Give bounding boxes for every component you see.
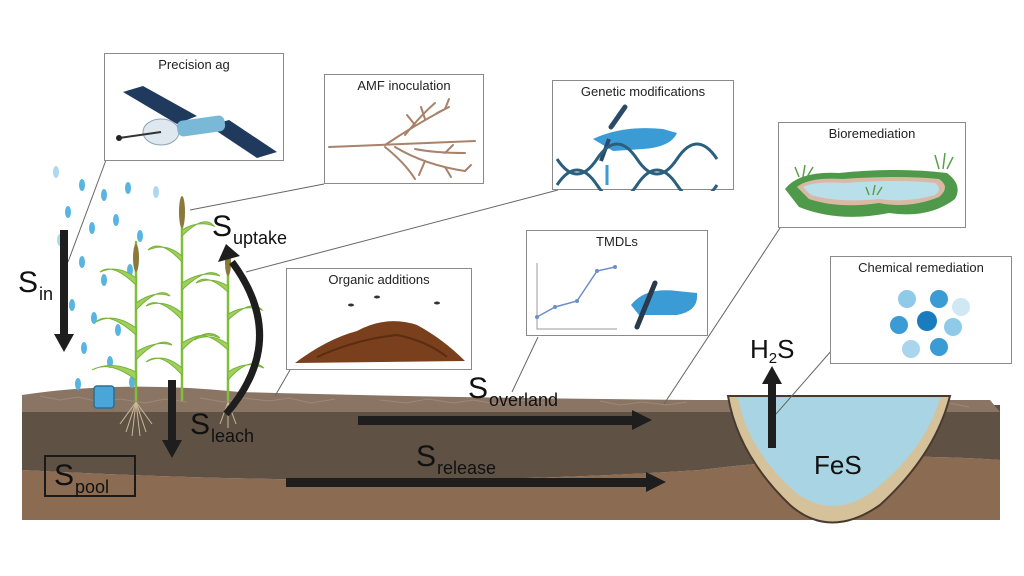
- leader-lines: [67, 159, 833, 415]
- arrow-s-release: [286, 472, 666, 492]
- panel-title: Chemical remediation: [858, 260, 984, 275]
- panel-title: Organic additions: [328, 272, 430, 287]
- panel-title: TMDLs: [596, 234, 638, 249]
- flux-label-s-overland: Soverland: [468, 372, 559, 410]
- satellite-icon: [116, 86, 277, 158]
- panel-chemical-remediation: Chemical remediation: [830, 256, 1012, 364]
- arrow-s-leach: [162, 380, 182, 458]
- wetland-pond-icon: [785, 152, 958, 217]
- panel-amf-inoculation: AMF inoculation: [324, 74, 484, 184]
- flux-arrows: [54, 230, 782, 492]
- panel-bioremediation: Bioremediation: [778, 122, 966, 228]
- panel-title: Genetic modifications: [580, 84, 706, 99]
- flux-label-s-release: Srelease: [416, 440, 497, 478]
- fes-label: FeS: [814, 450, 862, 480]
- panel-title: Bioremediation: [828, 126, 916, 141]
- dna-edit-icon: [555, 104, 719, 191]
- line-chart-pen-icon: [535, 263, 698, 330]
- arrow-s-uptake: [218, 244, 263, 417]
- rain-drops: [53, 166, 159, 390]
- arrow-h2s: [762, 366, 782, 448]
- panel-title: Precision ag: [158, 57, 230, 72]
- arrow-s-in: [54, 230, 74, 352]
- h2s-label: H2S: [750, 334, 795, 367]
- panel-tmdls: TMDLs: [526, 230, 708, 336]
- s-pool-box: Spool: [44, 455, 136, 497]
- soil-sensor: [93, 385, 115, 409]
- panel-genetic-modifications: Genetic modifications: [552, 80, 734, 191]
- molecule-spheres-icon: [890, 290, 970, 358]
- panel-organic-additions: Organic additions: [286, 268, 472, 370]
- panel-precision-ag: Precision ag: [104, 53, 284, 161]
- flux-label-s-leach: Sleach: [190, 408, 255, 446]
- flux-label-s-pool: Spool: [54, 459, 110, 497]
- fungal-hyphae-icon: [328, 98, 476, 180]
- panel-title: AMF inoculation: [357, 78, 451, 93]
- soil-deep-layer: [22, 456, 1000, 520]
- pond-water: [738, 398, 940, 506]
- compost-pile-icon: [295, 295, 465, 363]
- flux-label-s-uptake: Suptake: [212, 210, 288, 248]
- flux-label-s-in: Sin: [18, 266, 54, 304]
- arrow-s-overland: [358, 410, 652, 430]
